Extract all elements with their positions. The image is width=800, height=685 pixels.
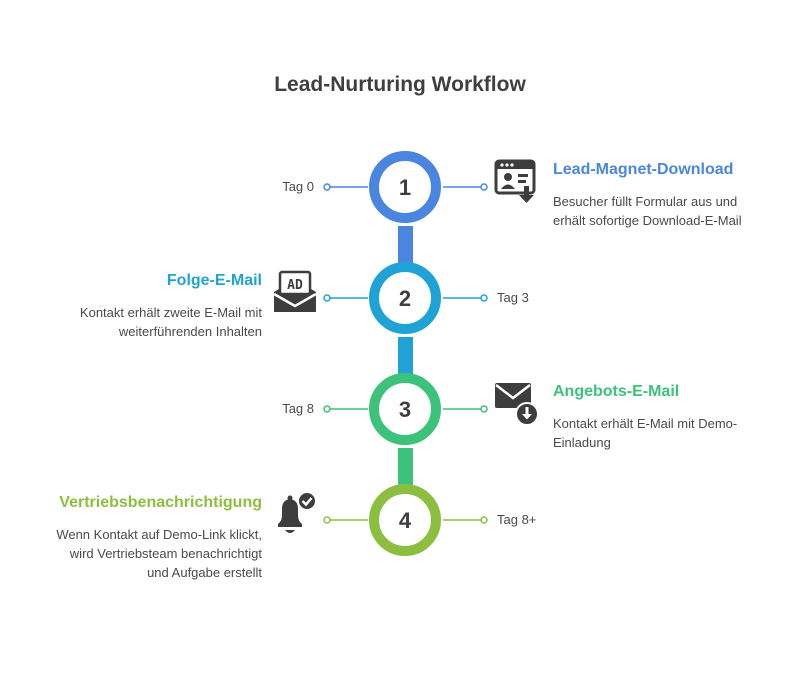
step-3-description-line: Einladung — [553, 435, 611, 450]
step-2-circle — [369, 262, 441, 334]
step-1-description-line: erhält sofortige Download-E-Mail — [553, 213, 742, 228]
step-1-description: Besucher füllt Formular aus und erhält s… — [553, 192, 783, 230]
step-1-left-dot — [323, 183, 331, 191]
step-2-left-dot — [323, 294, 331, 302]
step-2-description-line: Kontakt erhält zweite E-Mail mit — [79, 305, 262, 320]
step-4-number: 4 — [399, 508, 412, 533]
step-1-description-line: Besucher füllt Formular aus und — [553, 194, 738, 209]
step-4-left-dot — [323, 516, 331, 524]
step-3-circle — [369, 373, 441, 445]
step-3-left-dot — [323, 405, 331, 413]
step-3-right-dot — [480, 405, 488, 413]
step-1-circle — [369, 151, 441, 223]
connector-2-3 — [398, 337, 413, 374]
step-4-right-dot — [480, 516, 488, 524]
step-4-title: Vertriebsbenachrichtigung — [59, 494, 262, 511]
step-4-description-line: wird Vertriebsteam benachrichtigt — [69, 546, 262, 561]
ad-envelope-icon: AD — [273, 270, 317, 312]
step-1-number: 1 — [399, 175, 411, 200]
download-form-icon — [494, 159, 536, 203]
diagram-title: Lead-Nurturing Workflow — [274, 73, 526, 96]
svg-text:AD: AD — [287, 278, 303, 293]
step-3-number: 3 — [399, 397, 411, 422]
step-2-number: 2 — [399, 286, 411, 311]
step-1-right-dot — [480, 183, 488, 191]
step-1-day: Tag 0 — [282, 179, 314, 194]
bell-check-icon — [278, 491, 317, 533]
step-2-right-dot — [480, 294, 488, 302]
step-3-description-line: Kontakt erhält E-Mail mit Demo- — [553, 416, 738, 431]
connector-3-4 — [398, 448, 413, 485]
step-4-circle — [369, 484, 441, 556]
step-4-day: Tag 8+ — [497, 512, 537, 527]
step-4-description-line: Wenn Kontakt auf Demo-Link klickt, — [56, 527, 262, 542]
step-2-description: Kontakt erhält zweite E-Mail mit weiterf… — [30, 303, 262, 341]
step-4-description: Wenn Kontakt auf Demo-Link klickt, wird … — [20, 525, 262, 582]
step-1-title: Lead-Magnet-Download — [553, 161, 734, 178]
connector-1-2 — [398, 226, 413, 263]
step-3-title: Angebots-E-Mail — [553, 383, 680, 400]
step-2-title: Folge-E-Mail — [166, 272, 262, 289]
mail-download-icon — [495, 383, 539, 426]
step-3-day: Tag 8 — [282, 401, 314, 416]
step-2-day: Tag 3 — [497, 290, 529, 305]
step-2-description-line: weiterführenden Inhalten — [118, 324, 262, 339]
step-4-description-line: und Aufgabe erstellt — [147, 565, 262, 580]
step-3-description: Kontakt erhält E-Mail mit Demo- Einladun… — [553, 414, 783, 452]
